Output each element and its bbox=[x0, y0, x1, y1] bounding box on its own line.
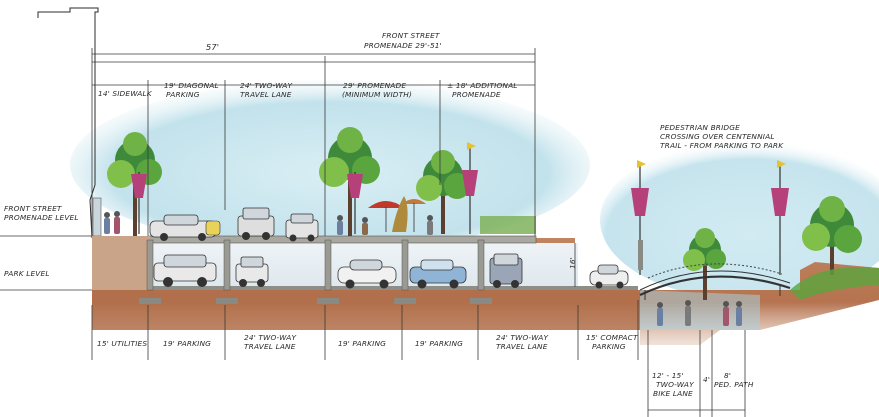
promenade-label-1: 29' PROMENADE bbox=[343, 81, 406, 90]
bridge-note-line-2: CROSSING OVER CENTENNIAL bbox=[660, 132, 775, 141]
park-hillside bbox=[790, 266, 879, 300]
parking-b-label: 19' PARKING bbox=[338, 339, 386, 348]
ped-path-label-2: PED. PATH bbox=[714, 380, 754, 389]
bike-lane-label-2: TWO-WAY bbox=[656, 380, 694, 389]
people bbox=[104, 211, 742, 326]
bike-lane-label-1: 12' - 15' bbox=[652, 371, 684, 380]
promenade-title-label: FRONT STREET bbox=[382, 31, 440, 40]
banner-poles bbox=[131, 142, 789, 275]
travel-lane-label-1: 24' TWO-WAY bbox=[240, 81, 292, 90]
bike-lane-label-3: BIKE LANE bbox=[653, 389, 693, 398]
top-dimension-lines bbox=[91, 48, 536, 236]
sculpture bbox=[392, 196, 408, 232]
park-level-label: PARK LEVEL bbox=[4, 269, 50, 278]
building-facade bbox=[37, 7, 102, 239]
travel-lane-b-label-2: TRAVEL LANE bbox=[496, 342, 548, 351]
ped-path-label-1: 8' bbox=[724, 371, 731, 380]
front-street-level-label-1: FRONT STREET bbox=[4, 204, 62, 213]
additional-promenade-label-2: PROMENADE bbox=[452, 90, 501, 99]
travel-lane-lower-label-2: TRAVEL LANE bbox=[244, 342, 296, 351]
bridge-note-line-3: TRAIL - FROM PARKING TO PARK bbox=[660, 141, 784, 150]
travel-lane-lower-label-1: 24' TWO-WAY bbox=[244, 333, 296, 342]
earth-lower bbox=[92, 290, 640, 330]
utilities-label: 15' UTILITIES bbox=[97, 339, 147, 348]
cafe-umbrellas bbox=[368, 199, 536, 234]
front-street-level-label-2: PROMENADE LEVEL bbox=[4, 213, 79, 222]
level-lines bbox=[0, 235, 576, 291]
diagonal-parking-label-2: PARKING bbox=[166, 90, 200, 99]
parked-cars-lower bbox=[153, 253, 629, 289]
parking-c-label: 19' PARKING bbox=[415, 339, 463, 348]
trail-channel bbox=[640, 290, 760, 330]
promenade-label-2: (MINIMUM WIDTH) bbox=[342, 90, 412, 99]
overall-width-label: 57' bbox=[206, 42, 219, 52]
parking-a-label: 19' PARKING bbox=[163, 339, 211, 348]
additional-promenade-label-1: ± 18' ADDITIONAL bbox=[447, 81, 518, 90]
sidewalk-label: 14' SIDEWALK bbox=[98, 89, 153, 98]
sidewalk-ground bbox=[92, 236, 150, 290]
parked-cars-upper bbox=[149, 207, 319, 242]
travel-lane-b-label-1: 24' TWO-WAY bbox=[496, 333, 548, 342]
promenade-range-label: PROMENADE 29'-51' bbox=[364, 41, 442, 50]
bridge-note-line-1: PEDESTRIAN BRIDGE bbox=[660, 123, 740, 132]
bottom-dimension-lines bbox=[91, 300, 746, 417]
garage-floor bbox=[148, 286, 638, 290]
pedestrian-bridge bbox=[638, 240, 791, 300]
clearance-dimension: 16' bbox=[568, 257, 577, 269]
sky-wash-right bbox=[600, 140, 879, 300]
gap-dimension-label: 4' bbox=[703, 375, 710, 384]
travel-lane-label-2: TRAVEL LANE bbox=[240, 90, 292, 99]
garage-columns bbox=[146, 239, 485, 291]
trees bbox=[107, 127, 862, 300]
annotation-text: 57' FRONT STREET PROMENADE 29'-51' 14' S… bbox=[4, 31, 784, 398]
column-footings bbox=[139, 298, 492, 304]
diagonal-parking-label-1: 19' DIAGONAL bbox=[164, 81, 219, 90]
compact-parking-label-2: PARKING bbox=[592, 342, 626, 351]
compact-parking-label-1: 15' COMPACT bbox=[586, 333, 638, 342]
